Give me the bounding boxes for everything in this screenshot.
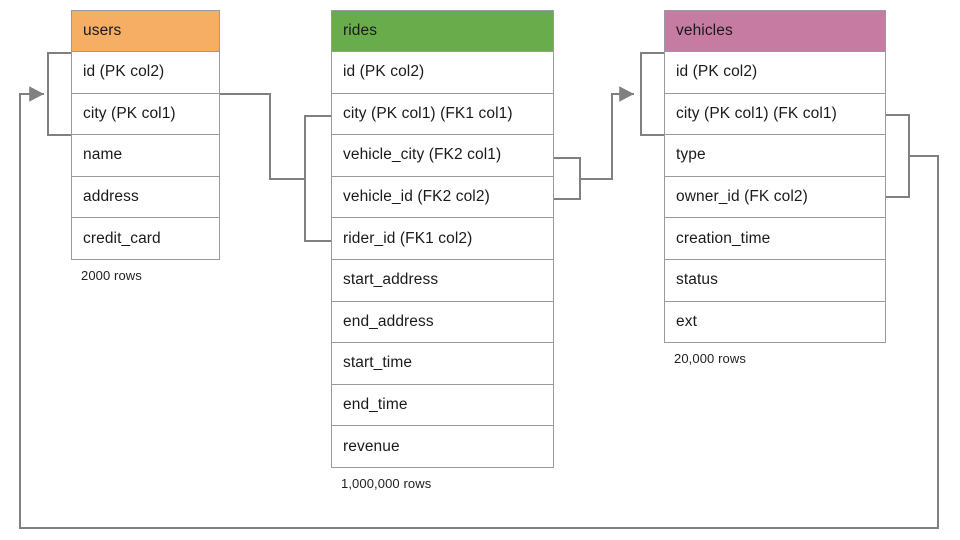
column-label: vehicle_city (FK2 col1) xyxy=(343,146,502,164)
table-users-header[interactable]: users xyxy=(71,10,220,52)
column-row[interactable]: id (PK col2) xyxy=(71,52,220,94)
column-row[interactable]: id (PK col2) xyxy=(664,52,886,94)
column-label: status xyxy=(676,271,718,289)
column-row[interactable]: vehicle_id (FK2 col2) xyxy=(331,176,554,219)
column-row[interactable]: ext xyxy=(664,301,886,344)
connector-vehicles-right-bracket xyxy=(886,114,910,198)
column-row[interactable]: city (PK col1) xyxy=(71,93,220,136)
column-row[interactable]: creation_time xyxy=(664,218,886,260)
column-label: vehicle_id (FK2 col2) xyxy=(343,188,490,206)
table-vehicles-columns: id (PK col2) city (PK col1) (FK col1) type… xyxy=(664,52,886,344)
connector-rides-right-bracket xyxy=(554,157,581,200)
connector-users-left-bracket xyxy=(47,52,71,136)
column-row[interactable]: start_address xyxy=(331,259,554,302)
connector-rides-left-bracket xyxy=(304,115,331,242)
column-label: city (PK col1) (FK1 col1) xyxy=(343,104,513,122)
column-row[interactable]: revenue xyxy=(331,426,554,468)
column-label: rider_id (FK1 col2) xyxy=(343,229,473,247)
table-vehicles: vehicles id (PK col2) city (PK col1) (FK c… xyxy=(664,10,886,344)
table-rides-header[interactable]: rides xyxy=(331,10,554,52)
column-label: creation_time xyxy=(676,229,771,247)
column-label: end_time xyxy=(343,396,408,414)
table-rides-columns: id (PK col2) city (PK col1) (FK1 col1) veh… xyxy=(331,52,554,468)
table-rides-row-count: 1,000,000 rows xyxy=(341,476,432,491)
column-label: id (PK col2) xyxy=(676,63,758,81)
column-label: revenue xyxy=(343,437,400,455)
column-row[interactable]: rider_id (FK1 col2) xyxy=(331,218,554,260)
column-label: start_time xyxy=(343,354,413,372)
table-vehicles-header[interactable]: vehicles xyxy=(664,10,886,52)
column-row[interactable]: status xyxy=(664,259,886,302)
column-row[interactable]: credit_card xyxy=(71,218,220,260)
table-rides-title: rides xyxy=(343,22,378,39)
column-row[interactable]: end_time xyxy=(331,384,554,427)
column-label: end_address xyxy=(343,312,434,330)
table-users-row-count: 2000 rows xyxy=(81,268,142,283)
table-users: users id (PK col2) city (PK col1) name addre… xyxy=(71,10,220,260)
column-row[interactable]: start_time xyxy=(331,343,554,385)
connector-vehicles-left-bracket xyxy=(640,52,664,136)
column-label: ext xyxy=(676,312,697,330)
table-vehicles-row-count: 20,000 rows xyxy=(674,351,746,367)
column-row[interactable]: city (PK col1) (FK col1) xyxy=(664,93,886,136)
column-row[interactable]: address xyxy=(71,176,220,219)
column-label: type xyxy=(676,146,706,164)
column-label: id (PK col2) xyxy=(343,63,425,81)
column-label: id (PK col2) xyxy=(83,63,165,81)
table-users-columns: id (PK col2) city (PK col1) name address cre… xyxy=(71,52,220,260)
column-label: address xyxy=(83,188,139,206)
column-label: credit_card xyxy=(83,229,161,247)
table-users-title: users xyxy=(83,22,122,39)
table-rides: rides id (PK col2) city (PK col1) (FK1 col… xyxy=(331,10,554,468)
column-row[interactable]: name xyxy=(71,135,220,177)
column-label: name xyxy=(83,146,123,164)
column-row[interactable]: owner_id (FK col2) xyxy=(664,176,886,219)
column-label: owner_id (FK col2) xyxy=(676,188,808,206)
column-row[interactable]: type xyxy=(664,135,886,177)
column-row[interactable]: end_address xyxy=(331,301,554,344)
column-row[interactable]: vehicle_city (FK2 col1) xyxy=(331,135,554,177)
connector-fk2-rides-vehicles xyxy=(580,86,634,180)
column-label: city (PK col1) xyxy=(83,104,176,122)
column-label: city (PK col1) (FK col1) xyxy=(676,104,837,122)
column-row[interactable]: city (PK col1) (FK1 col1) xyxy=(331,93,554,136)
table-vehicles-title: vehicles xyxy=(676,22,733,39)
column-row[interactable]: id (PK col2) xyxy=(331,52,554,94)
column-label: start_address xyxy=(343,271,439,289)
